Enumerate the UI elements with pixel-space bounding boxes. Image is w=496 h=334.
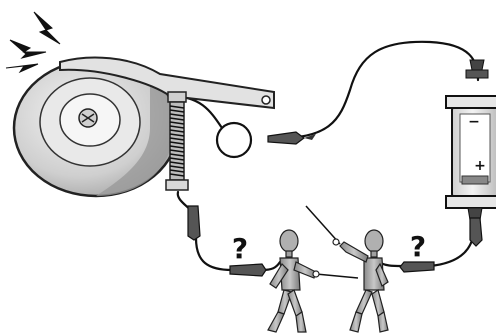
right-vertical-clip-icon bbox=[469, 217, 483, 247]
clapper-ring-icon bbox=[215, 121, 253, 159]
spark-icon bbox=[5, 11, 61, 74]
coil-icon bbox=[165, 91, 189, 191]
battery-minus-label: − bbox=[468, 114, 480, 130]
bottom-left-clip-icon bbox=[229, 263, 267, 277]
arm-screw-icon bbox=[261, 95, 271, 105]
battery-plus-label: + bbox=[474, 158, 486, 174]
bottom-right-clip-icon bbox=[399, 261, 435, 273]
wires bbox=[168, 40, 480, 272]
question-mark-left: ? bbox=[232, 232, 248, 265]
clip-icon bbox=[267, 131, 316, 145]
question-mark-right: ? bbox=[410, 230, 426, 263]
bell-icon bbox=[12, 56, 275, 198]
left-fencer-figure-icon bbox=[267, 229, 359, 333]
battery-icon: − + bbox=[445, 59, 496, 221]
right-fencer-figure-icon bbox=[305, 205, 389, 333]
left-vertical-clip-icon bbox=[187, 205, 201, 241]
